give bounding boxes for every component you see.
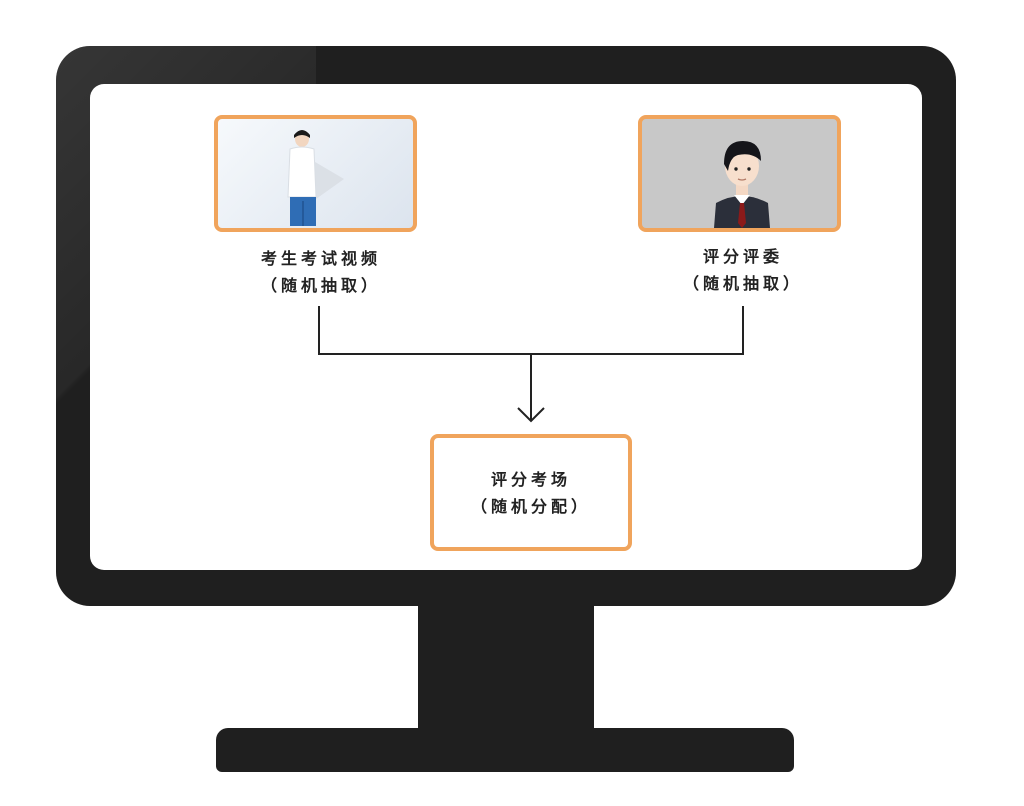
down-arrow-icon: [517, 407, 545, 423]
exam-video-label: 考生考试视频 （随机抽取）: [214, 245, 428, 299]
scoring-room-subtitle: （随机分配）: [470, 496, 591, 516]
exam-video-subtitle: （随机抽取）: [260, 276, 381, 295]
judge-card: [638, 115, 841, 232]
exam-video-title: 考生考试视频: [260, 249, 381, 268]
judge-subtitle: （随机抽取）: [682, 274, 803, 293]
judge-label: 评分评委 （随机抽取）: [636, 243, 850, 297]
judge-title: 评分评委: [702, 247, 783, 266]
monitor-stand-base: [216, 728, 794, 772]
judge-figure-icon: [714, 141, 770, 228]
scoring-room-title: 评分考场: [490, 469, 571, 489]
scoring-room-card: 评分考场 （随机分配）: [430, 434, 632, 551]
exam-video-card: [214, 115, 417, 232]
merge-line: [318, 306, 744, 355]
student-figure-icon: [287, 130, 344, 226]
monitor-stand-neck: [418, 604, 594, 736]
